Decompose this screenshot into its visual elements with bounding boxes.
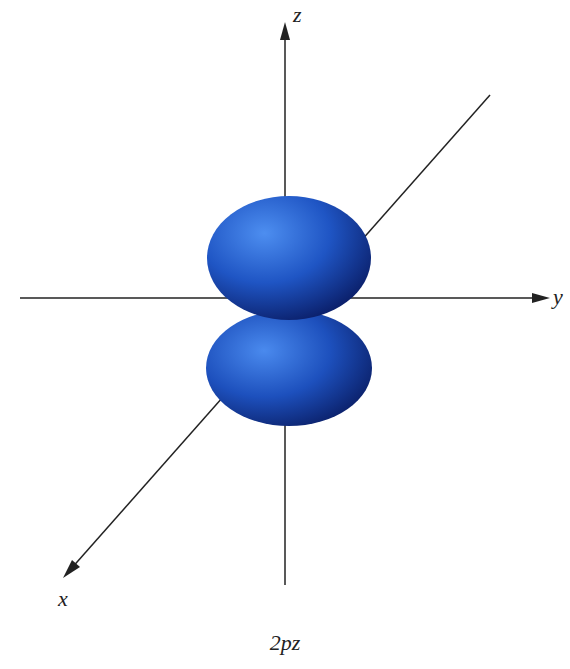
axis-label: x — [58, 588, 68, 610]
lower-lobe — [206, 310, 372, 426]
x-axis — [70, 95, 490, 570]
axis-label: y — [553, 286, 563, 308]
z-arrowhead — [280, 22, 290, 40]
orbital-name: 2pz — [270, 632, 301, 654]
upper-lobe — [207, 196, 371, 320]
axis-label: z — [293, 4, 302, 26]
y-arrowhead — [532, 293, 550, 303]
x-arrowhead — [63, 560, 80, 578]
